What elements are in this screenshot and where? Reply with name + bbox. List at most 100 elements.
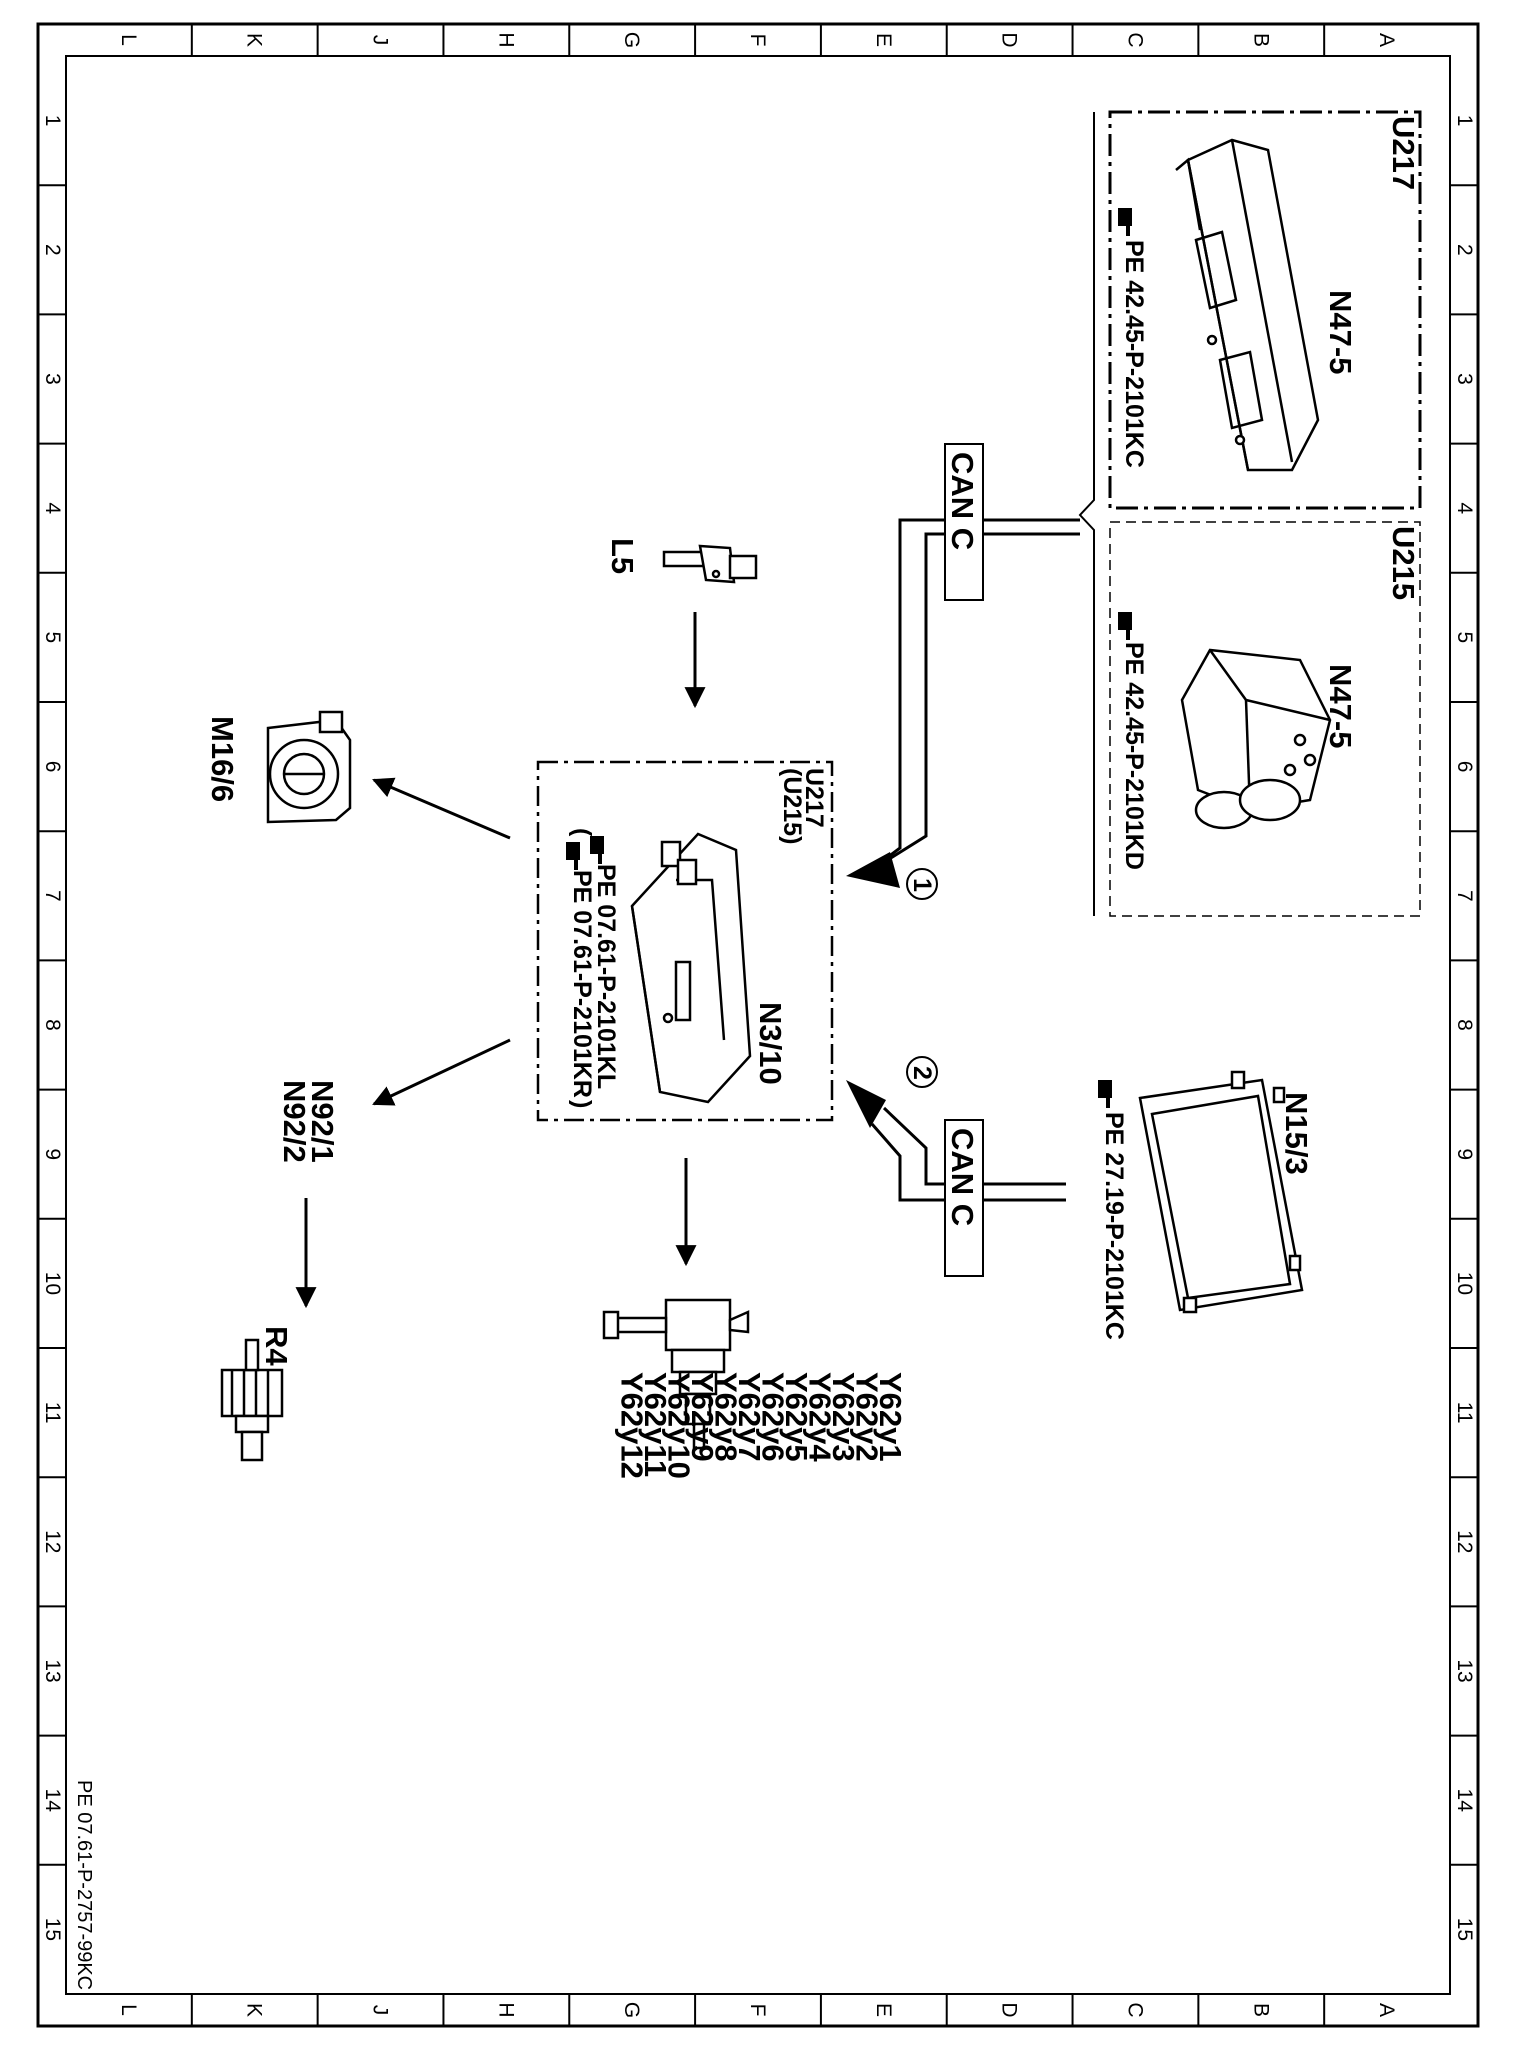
grid-row-label-left: 1	[41, 115, 64, 127]
n3-10-reference-b: PE 07.61-P-2101KR	[568, 870, 596, 1098]
n92-1-label: N92/1	[305, 1080, 340, 1163]
y62-injector-label: Y62y12	[615, 1372, 650, 1479]
hand-pointer-icon	[566, 842, 580, 870]
y62-injector-label: Y62y6	[756, 1372, 791, 1462]
n47-5-u217-code-label: N47-5	[1323, 290, 1358, 374]
grid-row-label-right: 10	[1453, 1272, 1476, 1295]
r4-spark-plug-drawing	[220, 1338, 284, 1462]
y62-injector-label: Y62y5	[779, 1372, 814, 1462]
r4-group: R4	[220, 1198, 317, 1462]
grid-row-label-right: 11	[1453, 1402, 1476, 1424]
grid-row-label-left: 13	[41, 1659, 64, 1682]
grid-row-label-left: 12	[41, 1530, 64, 1553]
n3-10-reference-b-close: )	[568, 1100, 596, 1108]
outer-frame	[36, 22, 1480, 2028]
n47-5-u217-module-drawing	[1175, 138, 1320, 472]
grid-row-label-right: 1	[1453, 115, 1476, 127]
n92-group: N92/1 N92/2	[277, 1038, 511, 1163]
grid-column-label-top: K	[243, 33, 266, 47]
y62-label-list: Y62y1Y62y2Y62y3Y62y4Y62y5Y62y6Y62y7Y62y8…	[615, 1372, 909, 1479]
grid-column-label-top: H	[494, 32, 517, 47]
y62-injector-label: Y62y2	[850, 1372, 885, 1462]
grid-row-label-right: 9	[1453, 1148, 1476, 1160]
document-code: PE 07.61-P-2757-99KC	[73, 1780, 95, 1990]
n47-5-u217-group: U217 N47-5 PE 42.45-P-2101KC	[1108, 110, 1422, 510]
grid-row-label-left: 2	[41, 244, 64, 256]
grid-row-label-left: 15	[41, 1918, 64, 1941]
grid-row-label-left: 8	[41, 1019, 64, 1031]
can-c-top-connection: CAN C 1	[846, 443, 1080, 900]
grid-column-label-bottom: E	[872, 2003, 895, 2017]
y62-injector-label: Y62y8	[709, 1372, 744, 1462]
grid-column-label-top: A	[1375, 33, 1398, 47]
grid-column-label-bottom: C	[1123, 2002, 1146, 2017]
u217-boundary-box	[1108, 110, 1422, 510]
can-c-bottom-label: CAN C	[945, 1128, 980, 1226]
grid-column-label-top: E	[872, 33, 895, 47]
grid-column-label-bottom: A	[1375, 2003, 1398, 2017]
y62-injector-label: Y62y11	[638, 1372, 673, 1477]
n92-2-label: N92/2	[277, 1080, 312, 1163]
y62-injector-drawing	[602, 1298, 750, 1450]
n3-10-reference-b-open: (	[568, 828, 596, 837]
n15-3-group: N15/3 PE 27.19-P-2101KC	[1098, 1070, 1314, 1340]
grid-column-label-bottom: H	[494, 2002, 517, 2017]
y62-injector-label: Y62y9	[685, 1372, 720, 1462]
n47-5-u215-module-drawing	[1180, 648, 1332, 830]
connection-marker-1-label: 1	[908, 878, 936, 892]
y62-injector-label: Y62y3	[826, 1372, 861, 1462]
grid-row-label-right: 6	[1453, 761, 1476, 773]
grid-column-label-top: G	[620, 32, 643, 48]
y62-injector-label: Y62y1	[873, 1372, 908, 1462]
y62-injector-label: Y62y7	[732, 1372, 767, 1462]
grid-column-label-bottom: K	[243, 2003, 266, 2017]
grid-column-label-top: C	[1123, 32, 1146, 47]
grid-row-label-left: 5	[41, 632, 64, 644]
grid-row-label-left: 6	[41, 761, 64, 773]
n47-5-u215-variant-label: U215	[1386, 526, 1421, 600]
grid-row-label-left: 4	[41, 502, 64, 514]
hand-pointer-icon	[1118, 208, 1132, 236]
n15-3-reference: PE 27.19-P-2101KC	[1100, 1112, 1128, 1340]
m16-6-group: M16/6	[205, 710, 511, 840]
connection-marker-2-label: 2	[908, 1066, 936, 1080]
can-c-bottom-label-box	[944, 1119, 984, 1277]
grid-row-label-right: 4	[1453, 502, 1476, 514]
y62-injector-label: Y62y10	[662, 1372, 697, 1479]
l5-group: L5	[605, 538, 758, 709]
n47-5-u215-code-label: N47-5	[1323, 664, 1358, 748]
grid-row-label-right: 3	[1453, 373, 1476, 385]
y62-group: Y62y1Y62y2Y62y3Y62y4Y62y5Y62y6Y62y7Y62y8…	[602, 1158, 909, 1479]
grid-column-label-top: B	[1249, 33, 1272, 47]
grid-column-label-top: F	[746, 34, 769, 47]
n3-10-code-label: N3/10	[753, 1002, 788, 1085]
n47-5-u215-group: U215 N47-5 PE 42.45-P-2101KD	[1109, 521, 1421, 917]
grid-row-label-left: 14	[41, 1789, 64, 1813]
grid-column-label-top: L	[117, 34, 140, 46]
n3-10-to-m16-6-arrow	[372, 777, 511, 840]
grid-column-label-bottom: J	[369, 2005, 392, 2016]
grid-column-label-bottom: L	[117, 2004, 140, 2016]
grid-row-label-left: 7	[41, 890, 64, 902]
grid-row-label-left: 10	[41, 1272, 64, 1295]
n15-3-code-label: N15/3	[1279, 1092, 1314, 1175]
l5-code-label: L5	[605, 538, 640, 574]
grid-column-label-bottom: F	[746, 2004, 769, 2017]
arrow-head-2	[846, 1080, 886, 1128]
grid-row-label-left: 9	[41, 1148, 64, 1160]
n3-10-to-n92-arrow	[372, 1038, 511, 1106]
grid-row-label-right: 13	[1453, 1659, 1476, 1682]
connection-marker-1	[906, 868, 938, 900]
grid-column-label-bottom: G	[620, 2002, 643, 2018]
grid-column-label-bottom: B	[1249, 2003, 1272, 2017]
m16-6-throttle-drawing	[266, 710, 352, 824]
grid-row-label-left: 11	[41, 1402, 64, 1424]
grid-row-label-right: 2	[1453, 244, 1476, 256]
grid-row-label-left: 3	[41, 373, 64, 385]
m16-6-code-label: M16/6	[205, 716, 240, 802]
y62-injector-label: Y62y4	[803, 1372, 838, 1462]
l5-sensor-drawing	[662, 544, 758, 584]
grid-row-label-right: 7	[1453, 890, 1476, 902]
